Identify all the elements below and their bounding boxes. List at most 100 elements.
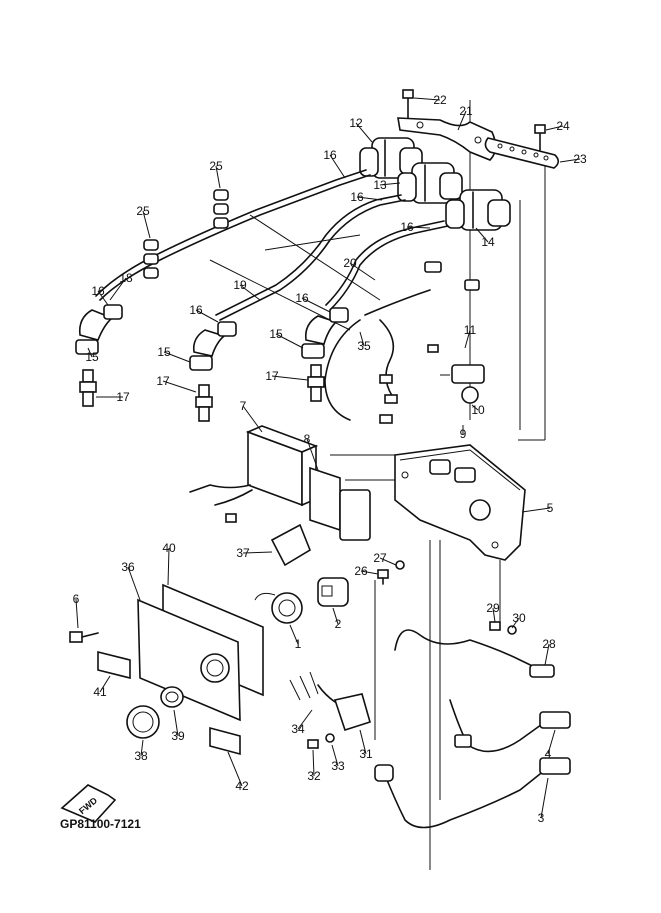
callout-24: 24 xyxy=(556,119,570,133)
rectifier-regulator xyxy=(427,344,485,404)
callout-leader xyxy=(457,110,467,131)
callout-leader xyxy=(329,154,346,179)
callout-12: 12 xyxy=(349,116,363,130)
sensor-cable-4 xyxy=(449,699,571,753)
coil-plate-23 xyxy=(484,137,560,169)
callout-27: 27 xyxy=(373,551,387,565)
callout-leader xyxy=(109,277,127,301)
callout-leader xyxy=(559,158,581,163)
bracket-8 xyxy=(309,466,371,541)
ignition-coils xyxy=(359,137,511,231)
callout-leader xyxy=(97,290,109,306)
wiring-harness-35 xyxy=(324,261,480,424)
callout-5: 5 xyxy=(547,501,554,515)
callout-leader xyxy=(492,607,496,623)
callout-16: 16 xyxy=(350,190,364,204)
diagram-code: GP81100-7121 xyxy=(60,817,141,831)
callout-leader xyxy=(142,210,151,239)
callout-leader xyxy=(349,262,376,281)
callout-22: 22 xyxy=(433,93,447,107)
callout-36: 36 xyxy=(121,560,135,574)
bolt-26 xyxy=(377,569,389,585)
ignition-coil-13 xyxy=(397,162,463,204)
callout-19: 19 xyxy=(233,278,247,292)
callout-9: 9 xyxy=(460,427,467,441)
callout-leader xyxy=(379,182,401,186)
callout-16: 16 xyxy=(91,284,105,298)
callout-leader xyxy=(360,570,379,575)
bolt-32 xyxy=(307,739,319,749)
callout-18: 18 xyxy=(119,271,133,285)
callout-15: 15 xyxy=(157,345,171,359)
bracket-37 xyxy=(270,523,311,567)
callout-16: 16 xyxy=(295,291,309,305)
bolt-29 xyxy=(489,621,501,631)
callout-leader xyxy=(173,709,179,737)
callout-leader xyxy=(332,607,339,625)
callout-leader xyxy=(239,284,261,301)
callout-leader xyxy=(545,125,564,131)
spark-plug-leads xyxy=(95,169,449,321)
cover-36 xyxy=(137,598,241,722)
spark-plug-17-middle xyxy=(195,384,213,422)
callout-34: 34 xyxy=(291,722,305,736)
callout-leader xyxy=(359,331,365,347)
callout-leader xyxy=(355,122,373,143)
callout-leader xyxy=(471,404,479,411)
callout-35: 35 xyxy=(357,339,371,353)
harness-34 xyxy=(289,671,319,701)
fwd-arrow-icon: FWD xyxy=(60,784,117,823)
callout-leader xyxy=(301,297,331,313)
callout-25: 25 xyxy=(136,204,150,218)
callout-42: 42 xyxy=(235,779,249,793)
callout-17: 17 xyxy=(116,390,130,404)
callout-leader xyxy=(195,309,219,323)
callout-leader xyxy=(521,507,551,513)
callout-39: 39 xyxy=(171,729,185,743)
sensor-cable-3 xyxy=(374,757,571,829)
callout-13: 13 xyxy=(373,178,387,192)
callout-15: 15 xyxy=(269,327,283,341)
callout-leader xyxy=(162,380,197,393)
callout-20: 20 xyxy=(343,256,357,270)
bolt-22 xyxy=(402,89,414,119)
callout-28: 28 xyxy=(542,637,556,651)
diagram-linework xyxy=(209,100,546,870)
callout-41: 41 xyxy=(93,685,107,699)
callout-17: 17 xyxy=(156,374,170,388)
callout-15: 15 xyxy=(85,350,99,364)
washer-30 xyxy=(507,625,517,635)
callout-leader xyxy=(511,617,520,629)
ignition-coil-14 xyxy=(445,189,511,231)
plug-cap-15-left xyxy=(75,304,123,355)
cdi-unit-7 xyxy=(189,425,319,523)
callout-16: 16 xyxy=(323,148,337,162)
callout-17: 17 xyxy=(265,369,279,383)
callout-11: 11 xyxy=(464,323,477,337)
callout-leader xyxy=(140,739,144,757)
clamp-25-upper xyxy=(213,189,229,229)
callout-leader xyxy=(540,777,549,819)
callout-16: 16 xyxy=(400,220,414,234)
callout-16: 16 xyxy=(189,303,203,317)
label-41 xyxy=(97,650,131,680)
callout-leader xyxy=(242,405,263,433)
grommet-39 xyxy=(160,686,184,708)
callout-leader xyxy=(406,226,431,229)
callout-leader xyxy=(312,749,315,777)
callout-10: 10 xyxy=(471,403,485,417)
callout-30: 30 xyxy=(512,611,526,625)
callout-leader xyxy=(289,624,299,645)
plug-caps xyxy=(75,304,349,371)
sensor-cable-28 xyxy=(394,629,555,678)
callout-leader xyxy=(87,347,93,358)
callout-21: 21 xyxy=(459,104,473,118)
callout-leader xyxy=(215,165,221,189)
callout-leader xyxy=(544,643,550,666)
callout-leader xyxy=(163,351,191,363)
callout-leader xyxy=(547,729,556,755)
callout-38: 38 xyxy=(134,749,148,763)
callout-leader xyxy=(297,709,313,730)
